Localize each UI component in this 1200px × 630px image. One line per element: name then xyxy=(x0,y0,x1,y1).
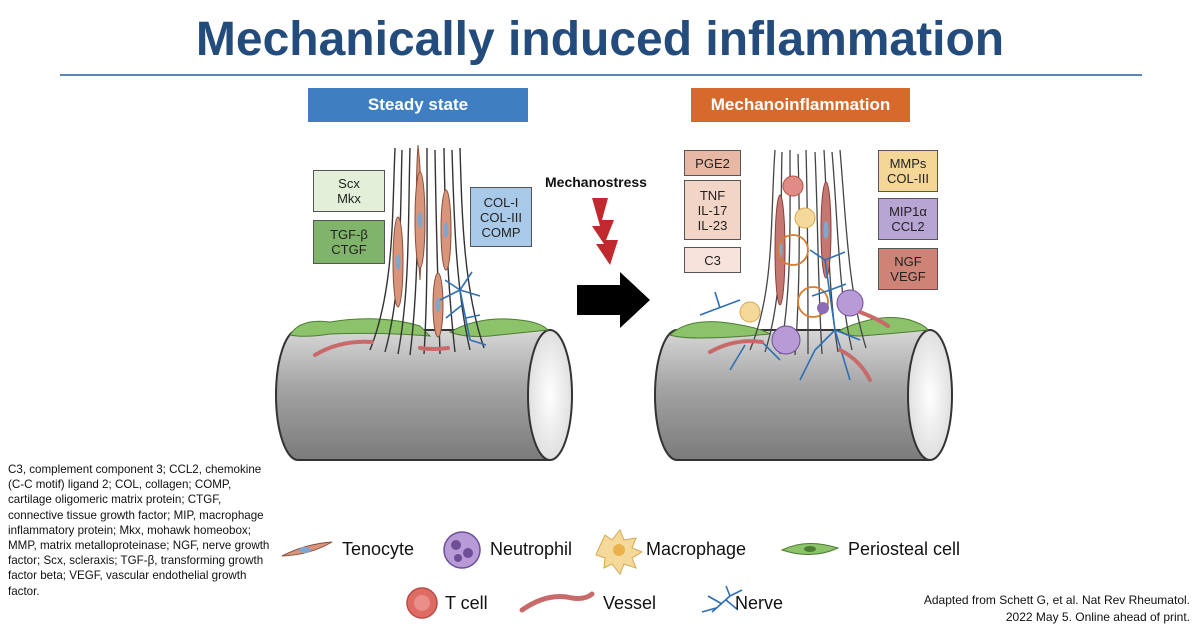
periosteal-cell-icon xyxy=(780,543,840,555)
steady-bone xyxy=(275,329,573,461)
legend-vessel-label: Vessel xyxy=(603,593,657,613)
steady-periosteal-layer xyxy=(289,318,550,337)
slide-title: Mechanically induced inflammation xyxy=(195,13,1005,66)
macrophage-icon xyxy=(595,529,644,575)
source-credit: Adapted from Schett G, et al. Nat Rev Rh… xyxy=(923,593,1190,624)
t-cell-icon xyxy=(406,587,438,619)
mech-tenocytes xyxy=(774,181,832,306)
mech-nerves xyxy=(699,249,861,381)
neutrophil-icon xyxy=(443,531,481,569)
legend-neutrophil-label: Neutrophil xyxy=(490,539,573,559)
tgf-ctgf-box: TGF-β CTGF xyxy=(313,220,385,264)
steady-tenocytes xyxy=(392,144,452,338)
abbreviations-footnote: C3, complement component 3; CCL2, chemok… xyxy=(8,463,270,598)
mech-vessels xyxy=(708,310,890,382)
mech-t-cells xyxy=(782,175,804,197)
arrow-icon xyxy=(577,272,650,328)
mech-macrophages xyxy=(739,207,816,323)
mech-bone xyxy=(654,329,953,461)
legend-periosteal-label: Periosteal cell xyxy=(848,539,961,559)
nerve-icon xyxy=(701,585,743,613)
ngf-vegf-box: NGF VEGF xyxy=(878,248,938,290)
steady-state-header: Steady state xyxy=(308,88,528,122)
scx-mkx-box: Scx Mkx xyxy=(313,170,385,212)
legend-nerve-label: Nerve xyxy=(735,593,784,613)
mech-mmp-circles xyxy=(777,234,829,318)
steady-vessels xyxy=(313,339,450,357)
mip-ccl2-box: MIP1α CCL2 xyxy=(878,198,938,240)
legend-tenocyte-label: Tenocyte xyxy=(342,539,415,559)
pge2-box: PGE2 xyxy=(684,150,741,176)
tnf-il-box: TNF IL-17 IL-23 xyxy=(684,180,741,240)
steady-nerve xyxy=(439,271,487,346)
tenocyte-icon xyxy=(281,541,333,557)
mech-neutrophils xyxy=(771,289,864,355)
vessel-icon xyxy=(519,591,595,613)
legend-macrophage-label: Macrophage xyxy=(646,539,747,559)
collagen-box: COL-I COL-III COMP xyxy=(470,187,532,247)
c3-box: C3 xyxy=(684,247,741,273)
legend-tcell-label: T cell xyxy=(445,593,488,613)
lightning-bolt-icon xyxy=(592,198,618,265)
title-divider xyxy=(60,74,1142,76)
mechanoinflammation-header: Mechanoinflammation xyxy=(691,88,910,122)
mechanostress-label: Mechanostress xyxy=(545,174,647,190)
mmps-box: MMPs COL-III xyxy=(878,150,938,192)
